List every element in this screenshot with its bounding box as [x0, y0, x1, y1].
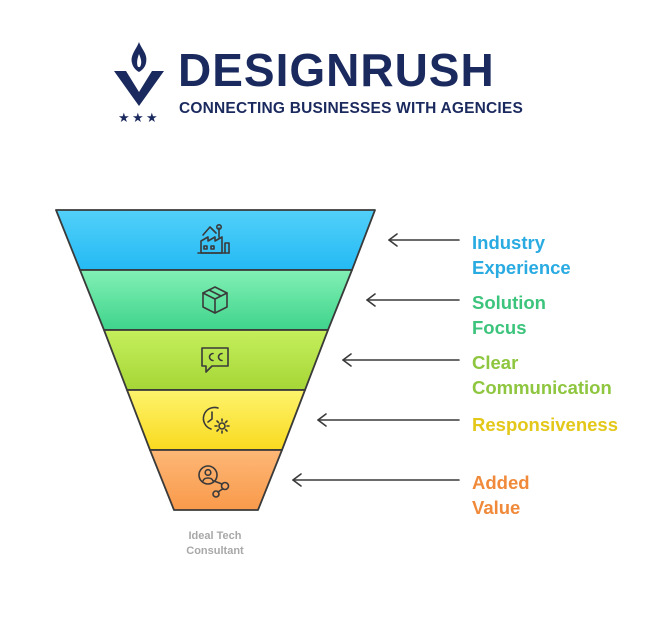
funnel-segment-responsiveness: [126, 389, 306, 451]
designrush-logo-icon: ★ ★ ★: [114, 42, 164, 124]
brand-tagline: CONNECTING BUSINESSES WITH AGENCIES: [179, 100, 524, 117]
stage-label-solution-focus: Solution Focus: [472, 290, 546, 340]
stage-label-line2: Communication: [472, 377, 612, 398]
stage-label-line1: Solution: [472, 292, 546, 313]
brand-name: DESIGNRUSH: [178, 44, 495, 96]
funnel-caption-line2: Consultant: [186, 545, 244, 557]
arrow-industry-experience-icon: [388, 233, 460, 247]
stage-label-line2: Experience: [472, 257, 571, 278]
stage-label-line2: Focus: [472, 317, 527, 338]
closed-caption-icon: [201, 347, 229, 373]
svg-text:★: ★: [146, 111, 158, 124]
stage-label-line1: Industry: [472, 232, 545, 253]
box-icon: [202, 286, 228, 314]
stage-label-industry-experience: Industry Experience: [472, 230, 571, 280]
funnel-segment-solution-focus: [79, 269, 353, 331]
arrow-responsiveness-icon: [317, 413, 460, 427]
funnel-caption: Ideal Tech Consultant: [160, 529, 270, 559]
stage-label-added-value: Added Value: [472, 470, 530, 520]
clock-gear-icon: [202, 406, 230, 434]
stage-label-line1: Clear: [472, 352, 519, 373]
user-network-icon: [198, 465, 230, 498]
funnel-segment-clear-communication: [103, 329, 329, 391]
arrow-added-value-icon: [292, 473, 460, 487]
svg-text:★: ★: [118, 111, 130, 124]
stage-label-line1: Responsiveness: [472, 414, 619, 435]
factory-icon: [197, 224, 230, 254]
stage-label-line2: Value: [472, 497, 521, 518]
stage-label-responsiveness: Responsiveness: [472, 412, 618, 437]
stage-label-line1: Added: [472, 472, 530, 493]
arrow-solution-focus-icon: [366, 293, 460, 307]
stage-label-clear-communication: Clear Communication: [472, 350, 612, 400]
arrow-clear-communication-icon: [342, 353, 460, 367]
svg-text:★: ★: [132, 111, 144, 124]
funnel-caption-line1: Ideal Tech: [188, 530, 242, 542]
